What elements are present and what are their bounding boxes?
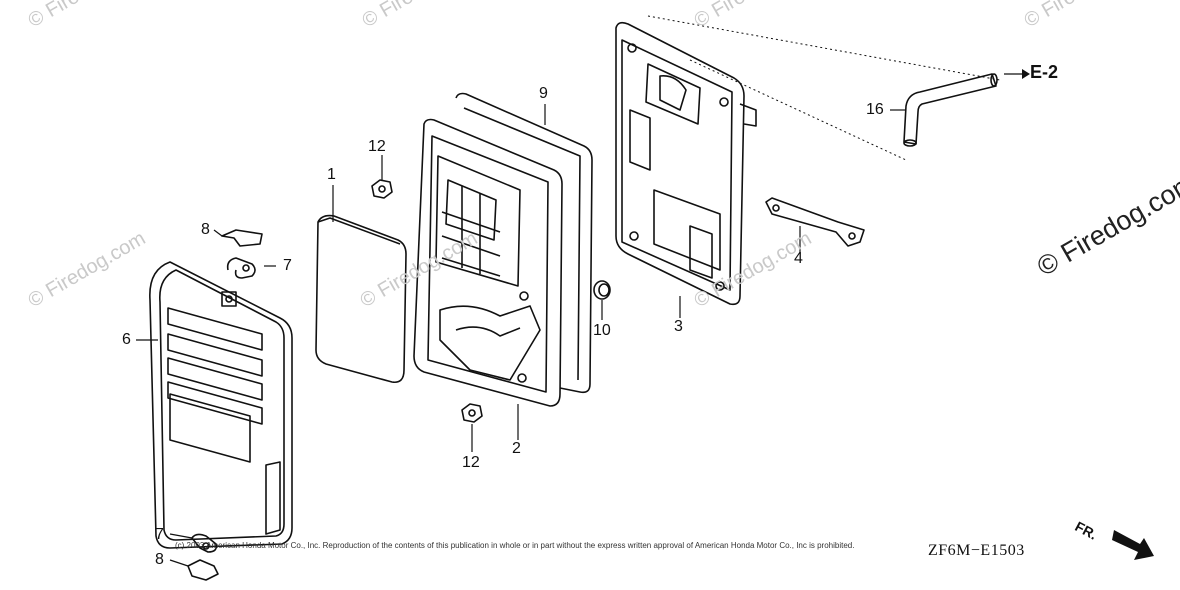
callout-1: 1: [327, 166, 336, 183]
callout-2: 2: [512, 440, 521, 457]
clip-upper: [221, 229, 263, 279]
callout-7-upper: 7: [283, 257, 292, 274]
air-cleaner-element: [315, 214, 407, 384]
callout-8-lower: 8: [155, 551, 164, 568]
nut-lower: [461, 403, 483, 423]
breather-tube: [903, 73, 998, 147]
gasket: [455, 92, 593, 394]
clip-lower: [187, 533, 219, 581]
air-cleaner-cover: [149, 261, 293, 549]
callout-9: 9: [539, 85, 548, 102]
callout-7-lower: 7: [155, 526, 164, 543]
stay-bracket: [765, 197, 865, 247]
callout-12-upper: 12: [368, 138, 386, 155]
leader-lines: [136, 73, 1022, 567]
front-arrow-icon: [1112, 530, 1154, 560]
callout-10: 10: [593, 322, 611, 339]
callout-8-upper: 8: [201, 221, 210, 238]
callout-4: 4: [794, 250, 803, 267]
e2-arrow-head: [1022, 69, 1030, 79]
callout-12-lower: 12: [462, 454, 480, 471]
copyright-notice: (c) 2003 American Honda Motor Co., Inc. …: [175, 541, 855, 550]
air-cleaner-base: [615, 21, 757, 306]
callout-3: 3: [674, 318, 683, 335]
nut-10: [593, 280, 611, 300]
callout-6: 6: [122, 331, 131, 348]
nut-upper: [371, 179, 393, 199]
callout-16: 16: [866, 101, 884, 118]
air-cleaner-case: [413, 118, 563, 407]
reference-e2: E-2: [1030, 62, 1059, 82]
drawing-code: ZF6M−E1503: [928, 542, 1025, 559]
